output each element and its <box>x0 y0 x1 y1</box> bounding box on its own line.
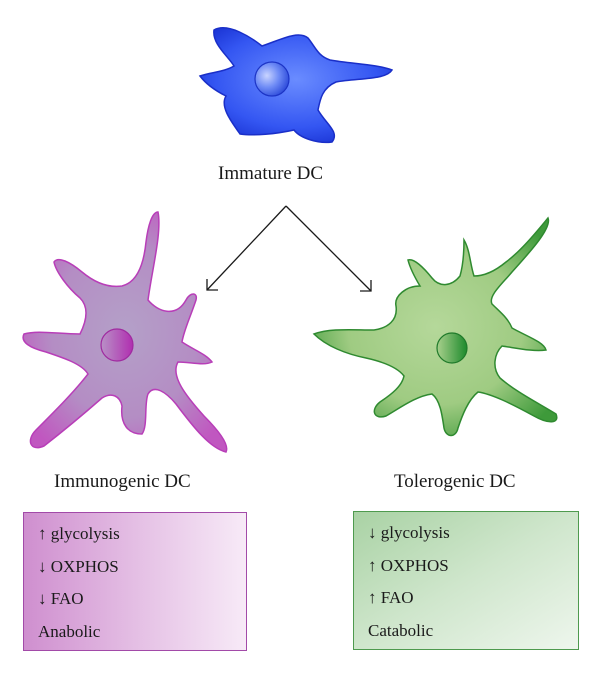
immature-dc-label: Immature DC <box>218 163 324 184</box>
tolerogenic-line-fao: ↑ FAO <box>368 588 414 607</box>
arrowhead-immunogenic <box>206 279 218 291</box>
tolerogenic-line-oxphos: ↑ OXPHOS <box>368 555 449 575</box>
tolerogenic-line-catabolic: Catabolic <box>368 620 434 640</box>
immunogenic-line-oxphos: ↓ OXPHOS <box>38 556 119 576</box>
arrow-to-tolerogenic <box>285 205 372 292</box>
immature-dc-cell <box>198 27 394 144</box>
immunogenic-dc-cell <box>22 211 228 453</box>
arrowhead-tolerogenic <box>360 280 372 292</box>
immunogenic-line-fao: ↓ FAO <box>38 589 84 608</box>
differentiation-arrows <box>206 205 372 292</box>
immunogenic-line-glycolysis: ↑ glycolysis <box>38 524 120 543</box>
arrow-to-immunogenic <box>206 205 287 291</box>
tolerogenic-dc-label: Tolerogenic DC <box>394 471 516 492</box>
immunogenic-metabolism-box: ↑ glycolysis ↓ OXPHOS ↓ FAO Anabolic <box>23 512 247 651</box>
tolerogenic-line-glycolysis: ↓ glycolysis <box>368 523 450 542</box>
immunogenic-dc-label: Immunogenic DC <box>54 471 191 492</box>
immunogenic-line-anabolic: Anabolic <box>38 621 101 641</box>
tolerogenic-dc-cell <box>312 216 558 437</box>
tolerogenic-metabolism-box: ↓ glycolysis ↑ OXPHOS ↑ FAO Catabolic <box>353 511 579 650</box>
